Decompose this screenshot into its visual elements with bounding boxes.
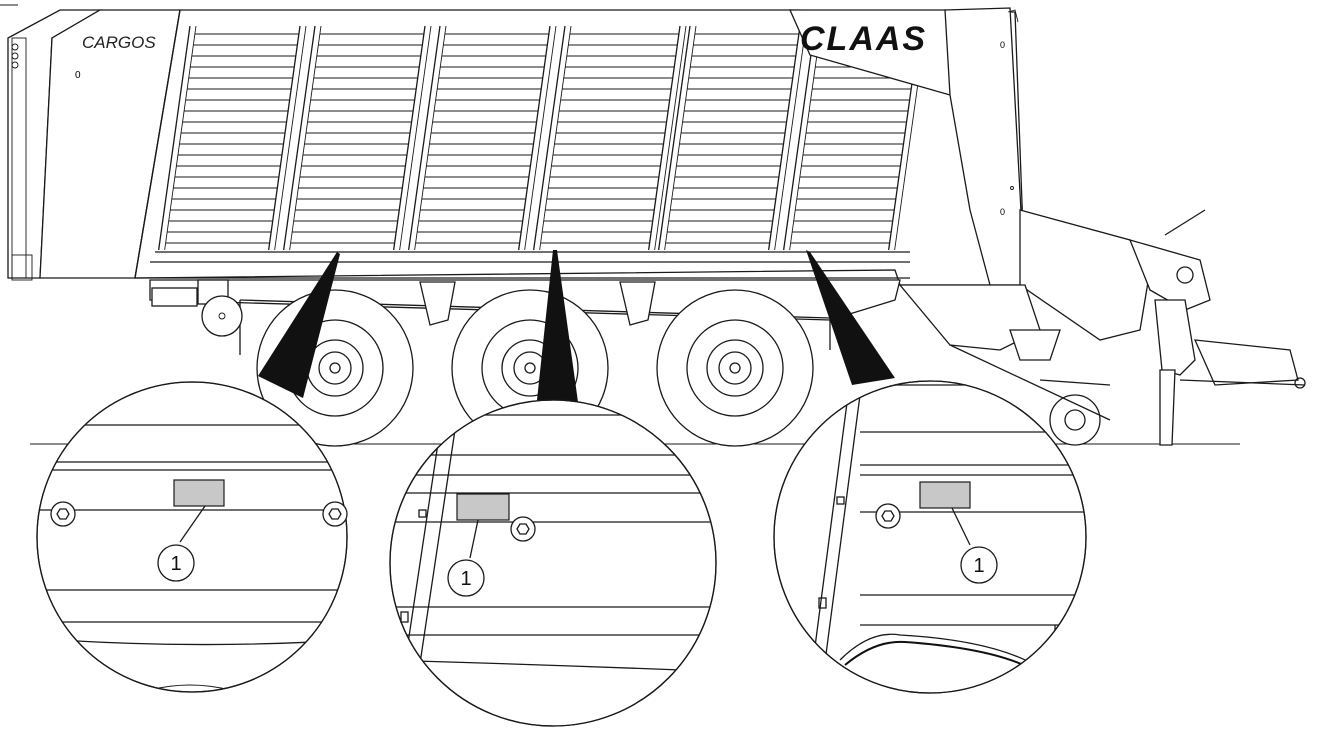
type-plate-label xyxy=(173,479,225,507)
rivet xyxy=(818,597,827,609)
pointer-wedge-front xyxy=(806,250,895,385)
callout-number: 1 xyxy=(973,555,984,577)
body-side-panel xyxy=(134,9,1026,286)
hex-bolt xyxy=(875,503,901,529)
svg-text:0: 0 xyxy=(1000,40,1005,50)
rear-tailgate: CARGOS 0 xyxy=(7,9,181,281)
rivet xyxy=(418,509,427,518)
type-plate-label xyxy=(919,481,971,509)
pointer-wedge-rear xyxy=(258,252,340,398)
rivet xyxy=(836,496,845,505)
rivet xyxy=(400,611,409,623)
brand-logo: CLAAS xyxy=(800,20,927,58)
callout-1: 1 xyxy=(447,559,485,597)
forage-wagon: CARGOS 0 CLAAS 0 0 xyxy=(7,7,1306,447)
hex-bolt-left xyxy=(50,501,76,527)
svg-text:0: 0 xyxy=(1000,207,1005,217)
drawbar xyxy=(1128,209,1306,446)
rear-support-wheel xyxy=(201,295,243,337)
callout-1: 1 xyxy=(960,546,998,584)
type-plate-label xyxy=(456,493,510,521)
detail-view-middle: 1 xyxy=(389,399,717,727)
svg-text:0: 0 xyxy=(75,70,81,81)
front-panel: CLAAS 0 0 xyxy=(788,7,1026,286)
pointer-wedge-middle xyxy=(537,250,578,402)
detail-view-rear: 1 xyxy=(36,381,348,693)
callout-number: 1 xyxy=(170,553,181,575)
hex-bolt xyxy=(510,516,536,542)
callout-number: 1 xyxy=(460,568,471,590)
pickup-unit xyxy=(898,209,1151,446)
wheel-front xyxy=(656,289,814,447)
model-name: CARGOS xyxy=(82,33,156,52)
callout-1: 1 xyxy=(157,544,195,582)
hex-bolt-right xyxy=(322,501,348,527)
detail-view-front: 1 xyxy=(773,380,1087,694)
